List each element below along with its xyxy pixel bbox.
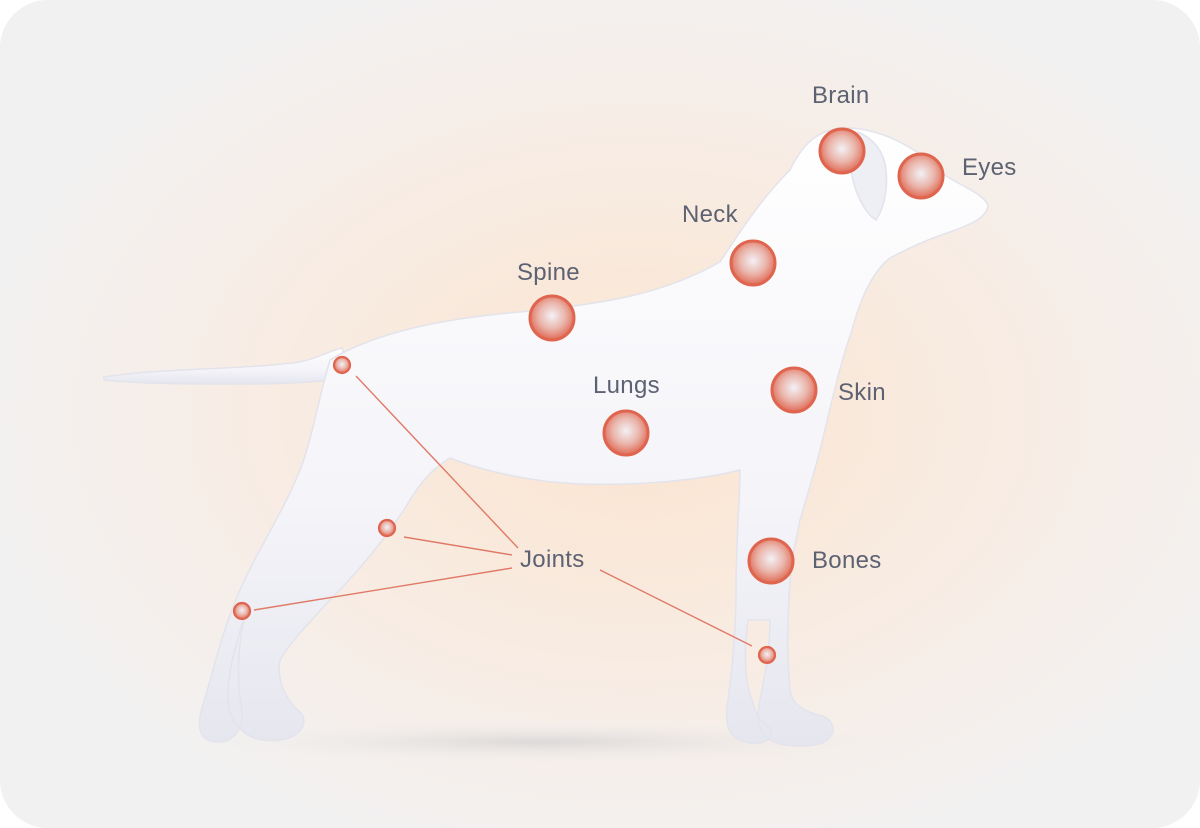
area-markers xyxy=(528,127,945,585)
bones-marker xyxy=(747,537,795,585)
spine-marker xyxy=(528,294,576,342)
neck-marker xyxy=(729,239,777,287)
joint-leader-lines xyxy=(253,375,753,647)
joint-marker-knee xyxy=(377,518,397,538)
joint-marker-hock xyxy=(232,601,252,621)
label-eyes: Eyes xyxy=(962,154,1017,181)
leader-line-hock xyxy=(253,567,513,611)
label-skin: Skin xyxy=(838,379,886,406)
leader-line-knee xyxy=(403,536,513,556)
lungs-marker xyxy=(602,409,650,457)
skin-marker xyxy=(770,366,818,414)
label-joints: Joints xyxy=(520,546,585,573)
label-spine: Spine xyxy=(517,259,580,286)
label-lungs: Lungs xyxy=(593,372,660,399)
joint-markers xyxy=(232,355,777,665)
dog-body xyxy=(198,127,989,747)
leader-line-wrist xyxy=(599,569,753,647)
dog-silhouette xyxy=(103,127,989,747)
leader-line-hip xyxy=(355,375,519,549)
eyes-marker xyxy=(897,152,945,200)
joint-marker-wrist xyxy=(757,645,777,665)
label-brain: Brain xyxy=(812,82,870,109)
label-bones: Bones xyxy=(812,547,882,574)
dog-tail xyxy=(103,347,351,385)
label-neck: Neck xyxy=(682,201,738,228)
brain-marker xyxy=(818,127,866,175)
joint-marker-hip xyxy=(332,355,352,375)
